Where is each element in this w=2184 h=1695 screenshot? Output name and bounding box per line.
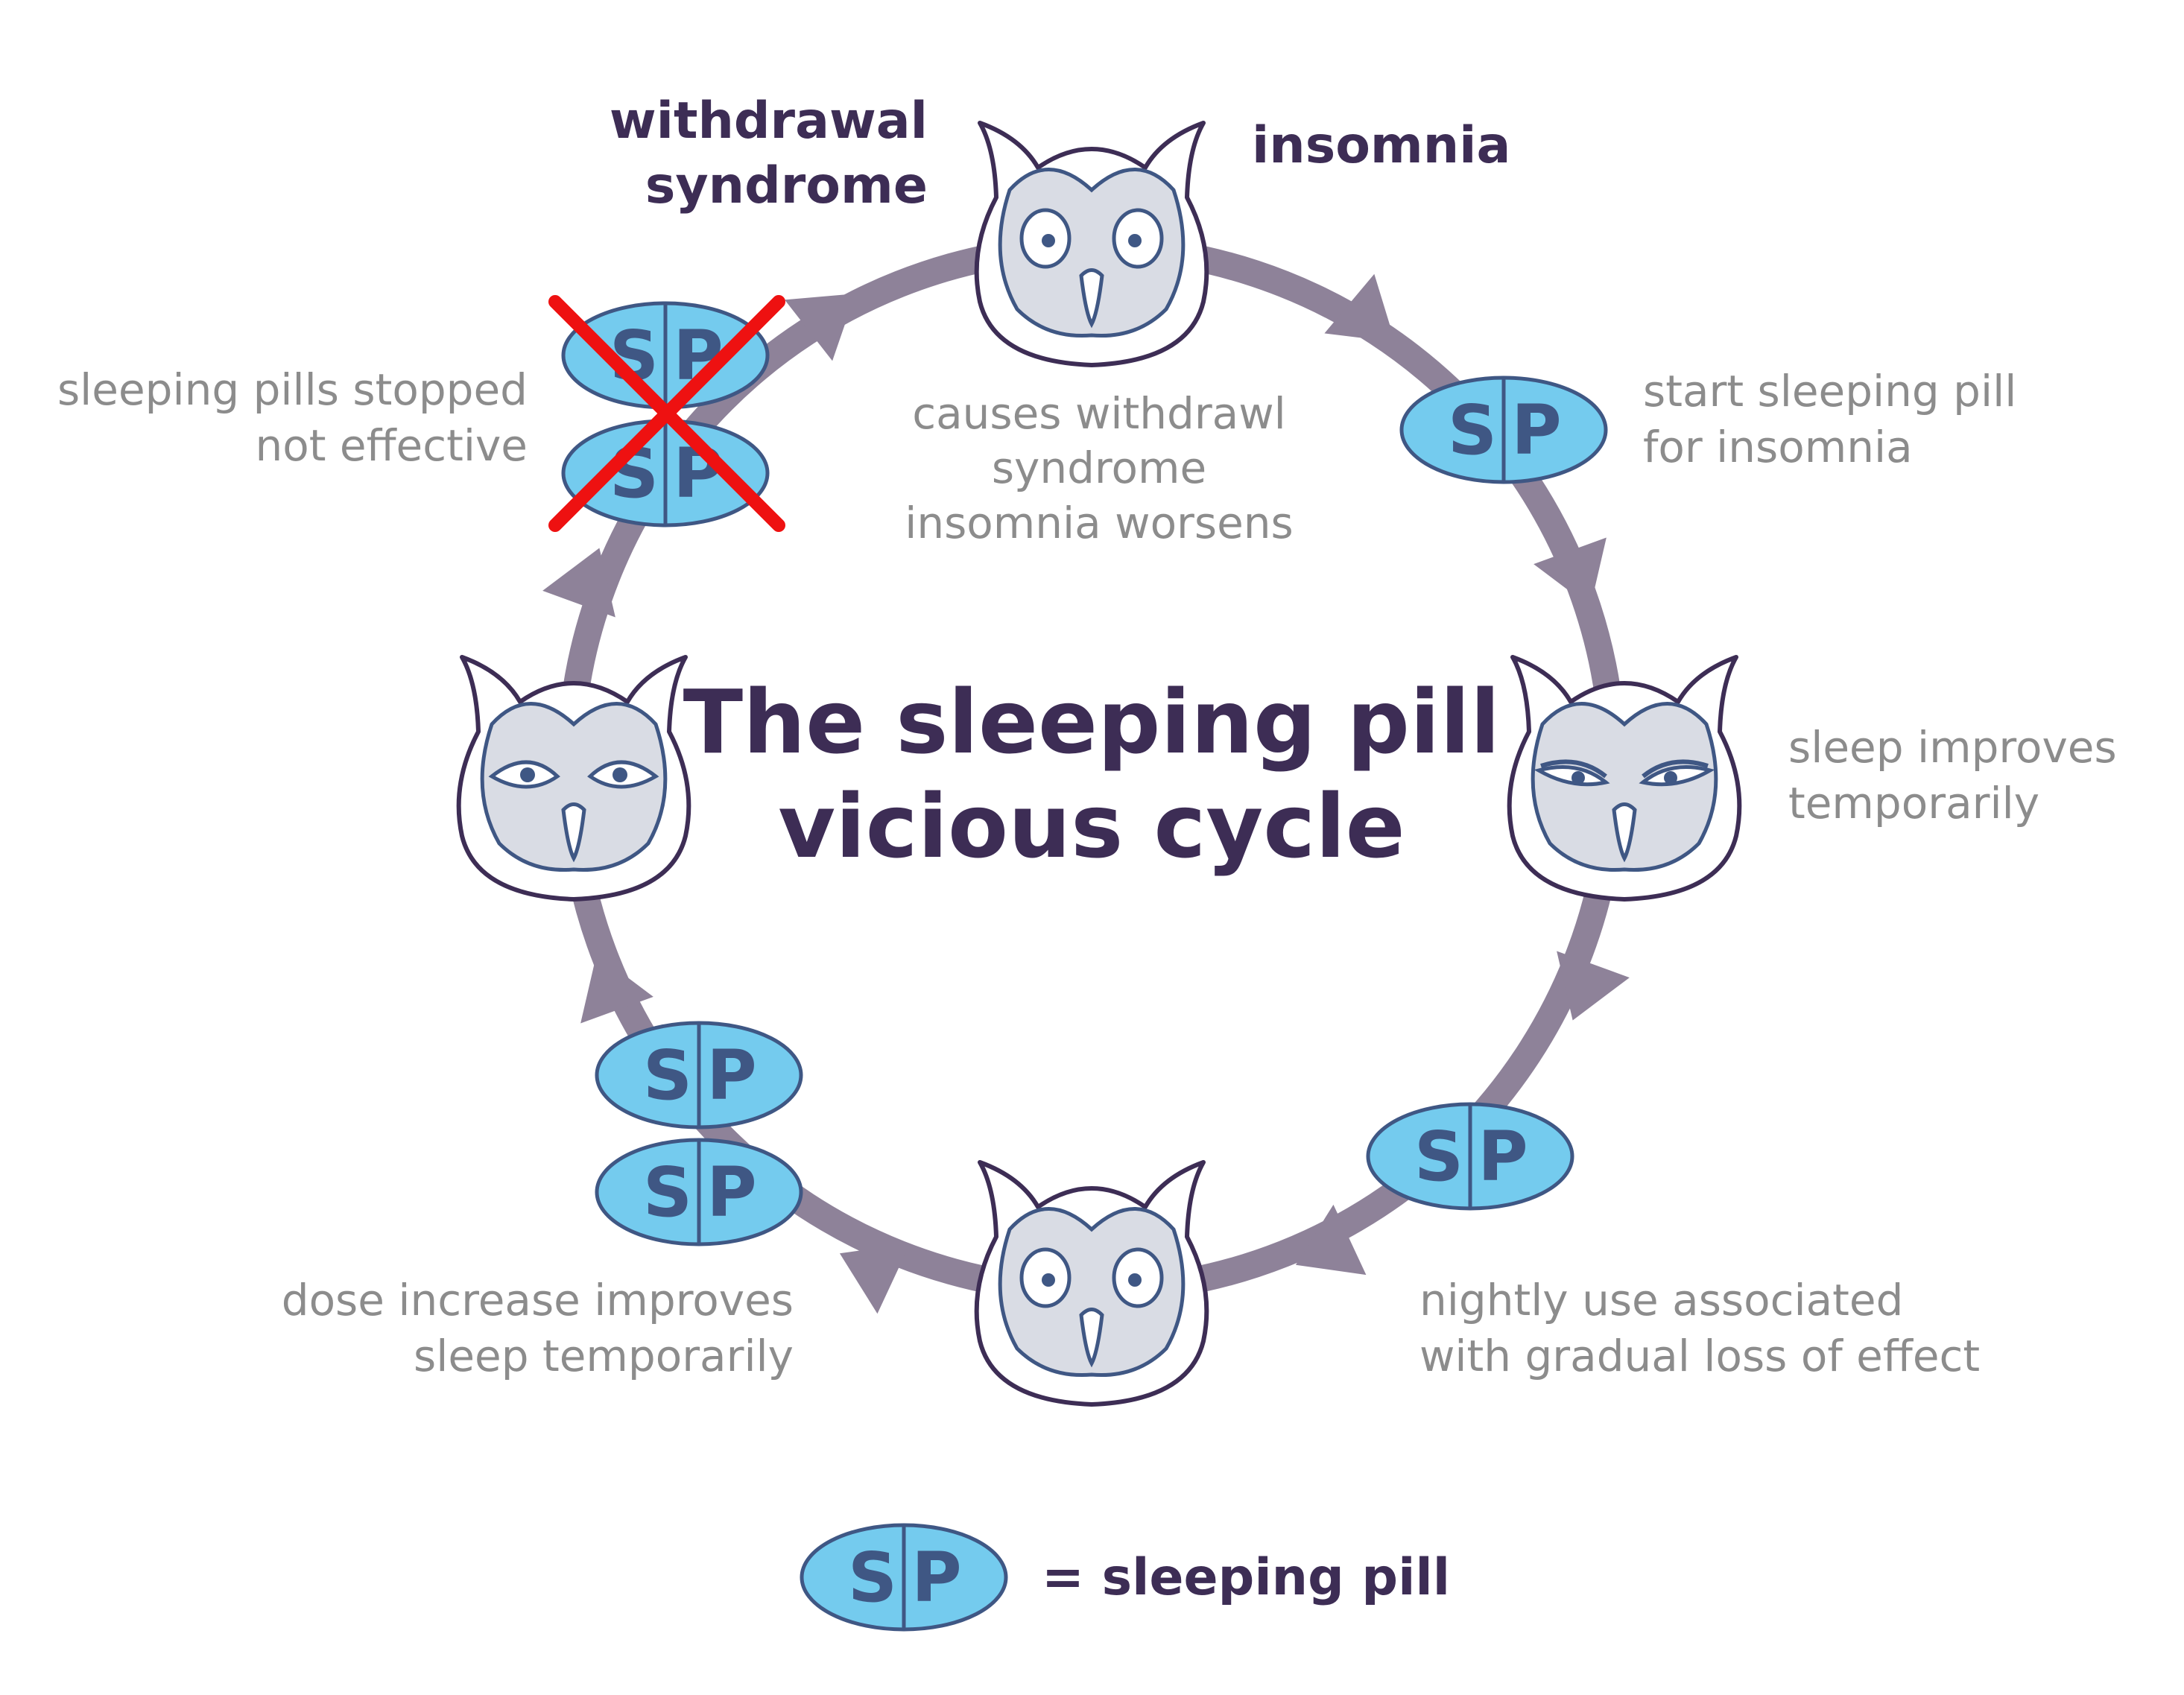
caption-dose-2: sleep temporarily — [414, 1331, 794, 1381]
svg-text:P: P — [1478, 1117, 1528, 1197]
cross-icon — [548, 295, 785, 532]
owl-icon-loss-of-effect — [977, 1162, 1207, 1404]
sleeping-pill-icon-start: S P — [1402, 378, 1606, 482]
legend-pill-icon: S P — [802, 1525, 1006, 1629]
svg-text:S: S — [1448, 390, 1497, 470]
label-withdrawal-2: syndrome — [645, 156, 928, 215]
diagram-title-line1: The sleeping pill — [683, 671, 1501, 773]
sleeping-pill-icon-stopped-2: S P — [563, 421, 767, 525]
owl-icon-insomnia — [977, 123, 1207, 365]
caption-causes-2: syndrome — [992, 443, 1206, 493]
owl-icon-dose-increase — [459, 657, 689, 899]
svg-text:S: S — [643, 1153, 692, 1232]
diagram-title-line2: vicious cycle — [778, 775, 1405, 878]
svg-text:P: P — [706, 1153, 756, 1232]
caption-causes-3: insomnia worsens — [905, 498, 1294, 548]
caption-causes-1: causes withdrawl — [912, 388, 1286, 439]
caption-sleep-improves-2: temporarily — [1788, 778, 2039, 829]
svg-text:P: P — [1511, 390, 1561, 470]
sleeping-pill-icon-dose-1: S P — [597, 1023, 801, 1127]
caption-nightly-2: with gradual loss of effect — [1419, 1331, 1980, 1381]
caption-start-2: for insomnia — [1643, 422, 1913, 472]
svg-text:S: S — [643, 1036, 692, 1115]
caption-nightly-1: nightly use associated — [1419, 1275, 1903, 1325]
sleeping-pill-icon-nightly: S P — [1368, 1104, 1572, 1208]
caption-sleep-improves-1: sleep improves — [1788, 722, 2117, 773]
caption-start-1: start sleeping pill — [1643, 366, 2016, 416]
svg-text:S: S — [848, 1538, 897, 1618]
label-insomnia: insomnia — [1252, 116, 1510, 175]
sleeping-pill-icon-stopped-1: S P — [563, 303, 767, 408]
caption-dose-1: dose increase improves — [282, 1275, 794, 1325]
label-withdrawal-1: withdrawal — [610, 92, 928, 151]
svg-text:S: S — [1414, 1117, 1463, 1197]
svg-text:P: P — [911, 1538, 961, 1618]
owl-icon-sleep-improves — [1510, 657, 1740, 899]
legend-text: = sleeping pill — [1042, 1548, 1450, 1607]
caption-stopped-2: not effective — [255, 420, 528, 471]
svg-text:P: P — [706, 1036, 756, 1115]
caption-stopped-1: sleeping pills stopped — [57, 364, 528, 415]
sleeping-pill-icon-dose-2: S P — [597, 1140, 801, 1244]
